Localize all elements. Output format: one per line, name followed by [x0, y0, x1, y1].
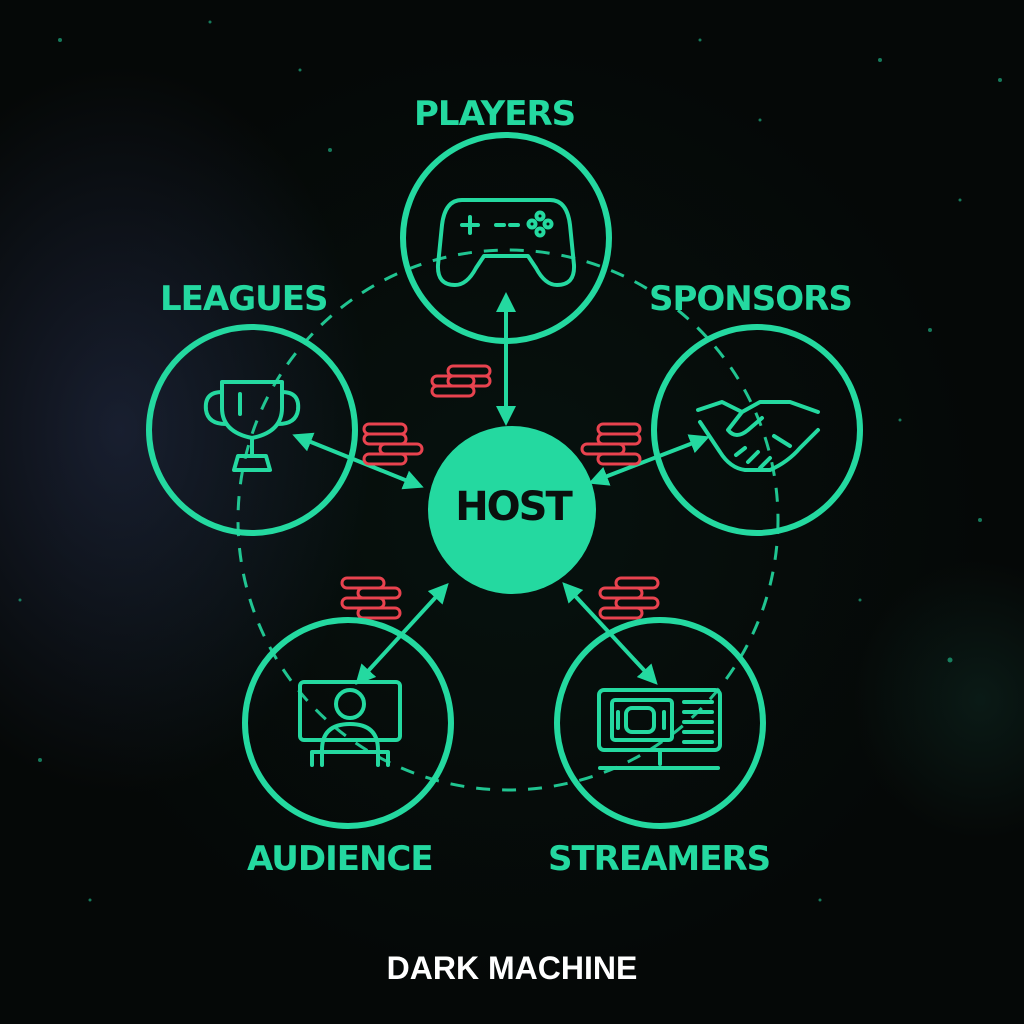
coins-icon [430, 364, 492, 398]
node-streamers [554, 617, 766, 829]
host-label: HOST [455, 484, 573, 530]
viewer-icon [298, 680, 402, 767]
coin-stacks [340, 364, 660, 620]
dashed-ring [236, 248, 780, 792]
coins-icon [598, 576, 660, 620]
host-node [428, 426, 596, 594]
coins-icon [340, 576, 402, 620]
trophy-icon [203, 380, 301, 472]
gamepad-icon [435, 198, 577, 287]
arrow-leagues [292, 432, 424, 490]
node-audience [242, 617, 454, 829]
handshake-icon [696, 400, 820, 472]
particle-decoration [18, 20, 1002, 902]
node-sponsors [651, 324, 863, 536]
coins-icon [362, 422, 424, 466]
label-players: PLAYERS [414, 94, 576, 134]
arrow-sponsors [588, 434, 710, 486]
node-players [400, 132, 612, 344]
label-streamers: STREAMERS [548, 839, 771, 879]
monitor-icon [597, 688, 722, 770]
brand-logo: DARK MACHINE [386, 950, 638, 986]
node-circles [146, 132, 863, 829]
label-sponsors: SPONSORS [649, 279, 853, 319]
label-leagues: LEAGUES [160, 279, 328, 319]
node-leagues [146, 324, 358, 536]
label-audience: AUDIENCE [247, 839, 434, 879]
coins-icon [580, 422, 642, 466]
